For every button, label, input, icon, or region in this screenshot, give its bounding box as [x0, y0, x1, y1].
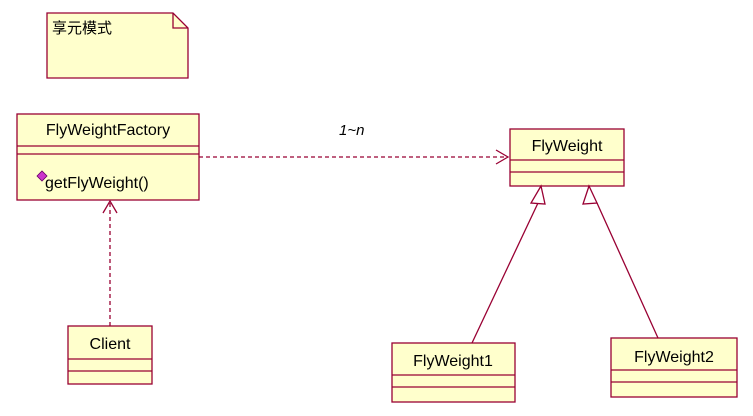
- class-client[interactable]: Client: [67, 325, 153, 385]
- class-box: [67, 325, 153, 385]
- note-shape: [46, 12, 189, 79]
- open-arrowhead: [495, 149, 510, 165]
- note-fold: [172, 13, 188, 29]
- dependency-factory-to-flyweight: 1~n: [199, 122, 510, 165]
- class-name: FlyWeight2: [634, 349, 714, 366]
- method-visibility-icon: [36, 170, 48, 182]
- generalization-flyweight1: [471, 184, 546, 344]
- generalization-flyweight2: [582, 184, 659, 339]
- note-text: 享元模式: [52, 19, 112, 37]
- dependency-client-to-factory: [102, 199, 118, 326]
- class-name: FlyWeightFactory: [46, 122, 170, 139]
- open-arrowhead: [102, 199, 118, 214]
- class-box: [610, 337, 738, 398]
- class-flyweight-factory[interactable]: FlyWeightFactory getFlyWeight(): [16, 113, 200, 201]
- note[interactable]: 享元模式: [46, 12, 189, 79]
- class-box: [391, 342, 516, 403]
- class-box: [16, 113, 200, 201]
- inheritance-triangle: [582, 184, 598, 205]
- inheritance-line: [596, 202, 659, 339]
- multiplicity-label: 1~n: [339, 122, 364, 139]
- method-get-flyweight: getFlyWeight(): [45, 175, 149, 192]
- class-name: FlyWeight: [532, 138, 603, 155]
- class-name: Client: [90, 336, 131, 353]
- inheritance-triangle: [529, 184, 546, 205]
- class-flyweight2[interactable]: FlyWeight2: [610, 337, 738, 398]
- class-flyweight[interactable]: FlyWeight: [509, 128, 625, 187]
- class-name: FlyWeight1: [413, 353, 493, 370]
- inheritance-line: [471, 202, 539, 344]
- class-box: [509, 128, 625, 187]
- class-flyweight1[interactable]: FlyWeight1: [391, 342, 516, 403]
